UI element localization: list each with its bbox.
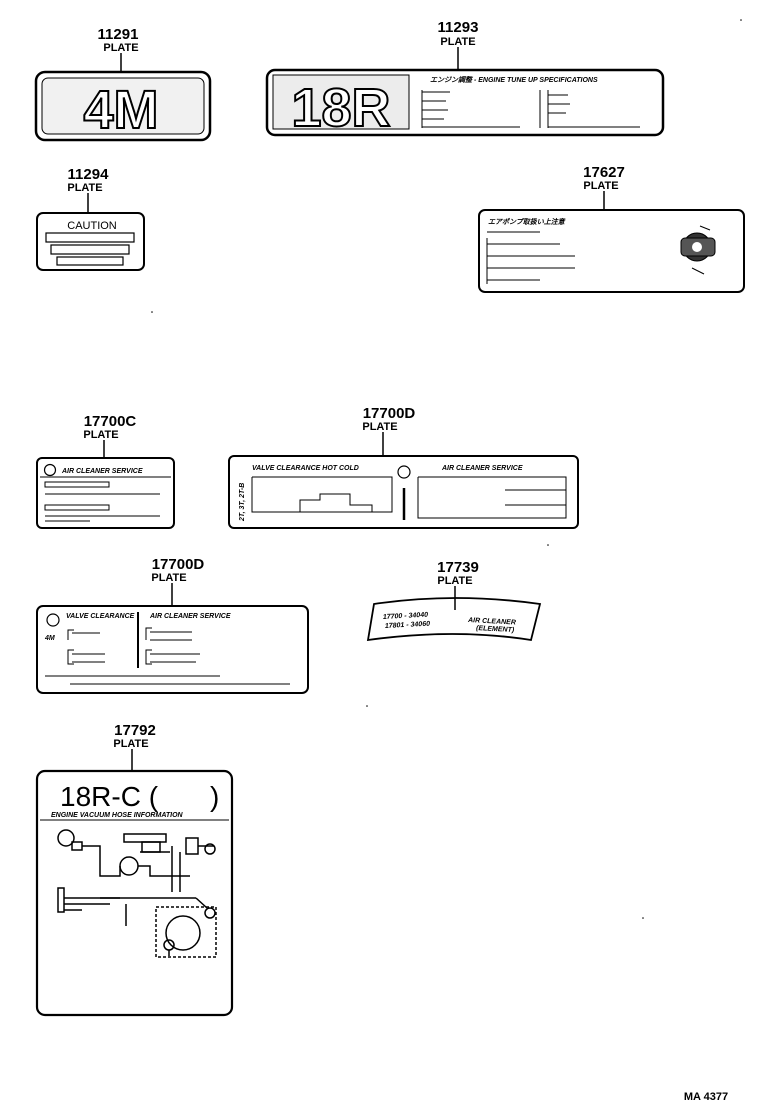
plate-line1: 17700 - 34040 xyxy=(383,612,429,621)
plate-side-text: 2T, 3T, 2T-B xyxy=(239,483,246,522)
part-label: PLATE xyxy=(440,36,475,48)
part-label: PLATE xyxy=(103,42,138,54)
plate-model-close: ) xyxy=(210,781,219,812)
part-number: 17739 xyxy=(437,559,479,576)
part-number: 17627 xyxy=(583,164,625,181)
part-11293: 11293 PLATE 18R エンジン調整 - ENGINE TUNE UP … xyxy=(265,19,665,139)
part-number: 11293 xyxy=(438,19,479,36)
part-label: PLATE xyxy=(437,575,472,587)
plate-heading: エンジン調整 - ENGINE TUNE UP SPECIFICATIONS xyxy=(430,75,598,84)
part-17792: 17792 PLATE 18R-C ( ) ENGINE VACUUM HOSE… xyxy=(35,722,234,1017)
plate-heading-left: VALVE CLEARANCE HOT COLD xyxy=(252,465,359,472)
part-label: PLATE xyxy=(362,421,397,433)
plate-line4: (ELEMENT) xyxy=(476,625,515,634)
part-number: 17792 xyxy=(114,722,156,739)
part-label: PLATE xyxy=(151,572,186,584)
plate-heading: AIR CLEANER SERVICE xyxy=(61,468,143,475)
part-number: 17700D xyxy=(152,556,205,573)
plate-model: 18R-C ( xyxy=(60,781,159,812)
part-17700D-b: 17700D PLATE VALVE CLEARANCE AIR CLEANER… xyxy=(36,556,309,694)
air-pump-icon xyxy=(680,225,716,275)
part-number: 17700C xyxy=(84,413,137,430)
part-label: PLATE xyxy=(83,429,118,441)
part-17739: 17739 PLATE 17700 - 34040 17801 - 34060 … xyxy=(366,559,542,642)
plate-heading: ENGINE VACUUM HOSE INFORMATION xyxy=(51,812,184,819)
part-11291: 11291 PLATE 4M xyxy=(34,26,212,142)
part-label: PLATE xyxy=(67,182,102,194)
plate-text: 4M xyxy=(83,80,158,140)
plate-line2: 17801 - 34060 xyxy=(385,621,431,630)
part-label: PLATE xyxy=(583,180,618,192)
part-17700D-a: 17700D PLATE 2T, 3T, 2T-B VALVE CLEARANC… xyxy=(228,405,579,529)
plate-heading-right: AIR CLEANER SERVICE xyxy=(441,465,523,472)
part-17627: 17627 PLATE エアポンプ取扱い上注意 xyxy=(478,164,745,293)
part-label: PLATE xyxy=(113,738,148,750)
part-17700C: 17700C PLATE AIR CLEANER SERVICE xyxy=(36,413,175,529)
part-number: 17700D xyxy=(363,405,416,422)
part-11294: 11294 PLATE CAUTION xyxy=(36,166,145,271)
part-number: 11294 xyxy=(68,166,110,183)
plate-text: 18R xyxy=(291,78,390,138)
vacuum-hose-schematic xyxy=(57,829,217,958)
plate-heading-right: AIR CLEANER SERVICE xyxy=(149,613,231,620)
scan-dots xyxy=(151,19,742,919)
figure-code: MA 4377 xyxy=(684,1091,728,1103)
part-number: 11291 xyxy=(98,26,139,43)
plate-line3: AIR CLEANER xyxy=(467,617,516,627)
plate-side-text: 4M xyxy=(44,635,55,642)
plate-heading-left: VALVE CLEARANCE xyxy=(66,613,135,620)
plate-heading: CAUTION xyxy=(67,220,117,232)
plate-heading: エアポンプ取扱い上注意 xyxy=(488,217,566,226)
